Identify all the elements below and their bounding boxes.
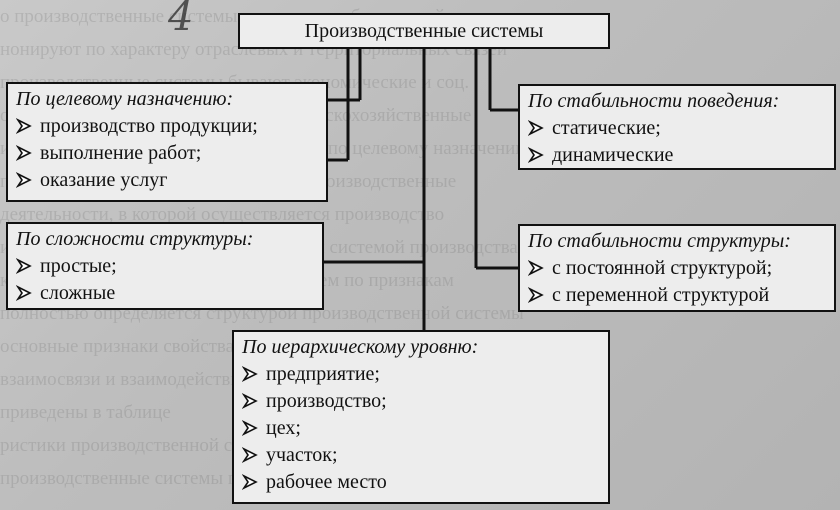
- hierarchy-box: По иерархическому уровню: предприятие; п…: [232, 330, 610, 504]
- root-system-box: Производственные системы: [238, 13, 610, 49]
- structure-heading: По стабильности структуры:: [528, 230, 791, 252]
- arrow-bullet-icon: [528, 287, 544, 303]
- behavior-heading: По стабильности поведения:: [528, 90, 780, 112]
- list-item: с постоянной структурой;: [528, 255, 834, 282]
- list-item: цех;: [242, 415, 608, 442]
- arrow-bullet-icon: [16, 172, 32, 188]
- arrow-bullet-icon: [16, 258, 32, 274]
- list-item: простые;: [16, 253, 322, 280]
- list-item: производство;: [242, 388, 608, 415]
- arrow-bullet-icon: [528, 147, 544, 163]
- hierarchy-heading: По иерархическому уровню:: [242, 336, 479, 358]
- arrow-bullet-icon: [242, 474, 258, 490]
- purpose-box: По целевому назначению: производство про…: [6, 82, 328, 202]
- complexity-heading: По сложности структуры:: [16, 228, 254, 250]
- list-item-label: участок;: [266, 444, 338, 466]
- complexity-box: По сложности структуры: простые; сложные: [6, 222, 324, 310]
- arrow-bullet-icon: [242, 420, 258, 436]
- list-item-label: статические;: [552, 117, 661, 139]
- arrow-bullet-icon: [528, 120, 544, 136]
- behavior-box: По стабильности поведения: статические; …: [518, 84, 836, 170]
- list-item-label: динамические: [552, 144, 674, 166]
- list-item: выполнение работ;: [16, 140, 326, 167]
- list-item: участок;: [242, 442, 608, 469]
- list-item-label: выполнение работ;: [40, 142, 202, 164]
- arrow-bullet-icon: [242, 366, 258, 382]
- list-item-label: с постоянной структурой;: [552, 257, 773, 279]
- list-item: оказание услуг: [16, 167, 326, 194]
- arrow-bullet-icon: [16, 145, 32, 161]
- list-item-label: оказание услуг: [40, 169, 168, 191]
- list-item-label: производство продукции;: [40, 115, 258, 137]
- list-item: предприятие;: [242, 361, 608, 388]
- structure-box: По стабильности структуры: с постоянной …: [518, 224, 836, 312]
- list-item-label: предприятие;: [266, 363, 380, 385]
- arrow-bullet-icon: [242, 393, 258, 409]
- list-item-label: с переменной структурой: [552, 284, 770, 306]
- list-item-label: сложные: [40, 282, 116, 304]
- arrow-bullet-icon: [528, 260, 544, 276]
- arrow-bullet-icon: [16, 118, 32, 134]
- root-label: Производственные системы: [304, 20, 544, 42]
- list-item-label: производство;: [266, 390, 387, 412]
- list-item: с переменной структурой: [528, 282, 834, 309]
- list-item: рабочее место: [242, 469, 608, 496]
- arrow-bullet-icon: [16, 285, 32, 301]
- list-item: динамические: [528, 142, 834, 169]
- list-item-label: рабочее место: [266, 471, 387, 493]
- list-item: производство продукции;: [16, 113, 326, 140]
- list-item: статические;: [528, 115, 834, 142]
- list-item: сложные: [16, 280, 322, 307]
- purpose-heading: По целевому назначению:: [16, 88, 234, 110]
- list-item-label: простые;: [40, 255, 117, 277]
- handwritten-note: 4: [168, 0, 194, 40]
- list-item-label: цех;: [266, 417, 301, 439]
- arrow-bullet-icon: [242, 447, 258, 463]
